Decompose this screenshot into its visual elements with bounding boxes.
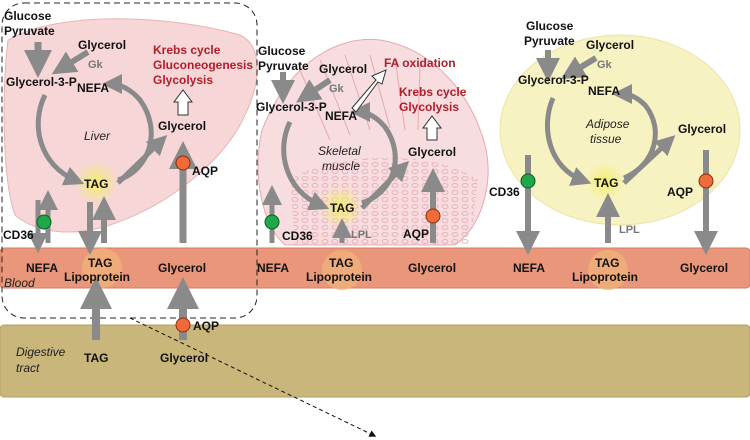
- adipose-gk-label: Gk: [597, 59, 613, 71]
- liver-pathway-1: Krebs cycle: [153, 43, 221, 57]
- adipose-glucose-label: Glucose: [526, 19, 574, 33]
- liver-cd36-label: CD36: [3, 228, 34, 242]
- muscle-tag-glow: [319, 185, 363, 229]
- liver-tag-label: TAG: [84, 177, 108, 191]
- blood-layer-label: Blood: [4, 276, 35, 290]
- blood-liver-tag: TAG: [88, 256, 112, 270]
- adipose-organ: [499, 34, 741, 226]
- muscle-fa-oxidation-arrow: [351, 69, 387, 113]
- adipose-organ-label-2: tissue: [590, 132, 622, 146]
- muscle-gk-label: Gk: [329, 83, 345, 95]
- adipose-lipoprotein-glow: [588, 250, 628, 290]
- adipose-nefa-label: NEFA: [588, 84, 620, 98]
- adipose-glycerol3p-label: Glycerol-3-P: [518, 73, 589, 87]
- muscle-pyruvate-label: Pyruvate: [258, 59, 309, 73]
- muscle-cd36-label: CD36: [282, 229, 313, 243]
- liver-nefa-label: NEFA: [77, 81, 109, 95]
- adipose-tag-glow: [585, 162, 625, 202]
- liver-glycerol-out-label: Glycerol: [158, 119, 206, 133]
- liver-aqp-label: AQP: [192, 164, 218, 178]
- gut-tag-label: TAG: [84, 351, 108, 365]
- liver-tag-glow: [74, 161, 118, 205]
- liver-gk-label: Gk: [88, 59, 104, 71]
- zoom-pointer-line: [129, 317, 377, 437]
- adipose-glycerol-in-label: Glycerol: [586, 38, 634, 52]
- liver-pyruvate-label: Pyruvate: [4, 24, 55, 38]
- liver-glycerol3p-label: Glycerol-3-P: [6, 75, 77, 89]
- adipose-arrows: [516, 50, 718, 255]
- liver-cd36-transporter: [36, 214, 52, 230]
- blood-adipose-glycerol: Glycerol: [680, 261, 728, 275]
- digestive-layer-label-1: Digestive: [16, 345, 66, 359]
- blood-adipose-nefa: NEFA: [513, 261, 545, 275]
- liver-pathway-2: Gluconeogenesis: [153, 58, 253, 72]
- muscle-pathway-2: Glycolysis: [399, 100, 459, 114]
- blood-adipose-tag: TAG: [595, 256, 619, 270]
- muscle-organ-label-1: Skeletal: [318, 144, 361, 158]
- muscle-glucose-label: Glucose: [258, 44, 306, 58]
- adipose-glycerol-out-label: Glycerol: [678, 122, 726, 136]
- adipose-aqp-label: AQP: [667, 185, 693, 199]
- muscle-nefa-label: NEFA: [325, 109, 357, 123]
- adipose-lpl-label: LPL: [619, 224, 640, 236]
- blood-liver-lipoprotein: Lipoprotein: [64, 270, 130, 284]
- liver-pathway-3: Glycolysis: [153, 73, 213, 87]
- muscle-aqp-label: AQP: [403, 227, 429, 241]
- muscle-lipoprotein-glow: [322, 250, 362, 290]
- muscle-tag-label: TAG: [330, 201, 354, 215]
- adipose-pyruvate-label: Pyruvate: [524, 34, 575, 48]
- muscle-fa-oxidation-label: FA oxidation: [384, 56, 456, 70]
- muscle-pathway-hollow-arrow: [422, 115, 442, 141]
- muscle-glycerol-in-label: Glycerol: [319, 62, 367, 76]
- gut-glycerol-label: Glycerol: [160, 351, 208, 365]
- blood-liver-glycerol: Glycerol: [158, 261, 206, 275]
- muscle-cd36-transporter: [264, 214, 280, 230]
- blood-muscle-tag: TAG: [329, 256, 353, 270]
- muscle-organ-label-2: muscle: [322, 159, 360, 173]
- liver-glucose-label: Glucose: [4, 9, 52, 23]
- blood-muscle-lipoprotein: Lipoprotein: [306, 270, 372, 284]
- muscle-aqp-transporter: [425, 208, 441, 224]
- adipose-organ-label-1: Adipose: [585, 117, 630, 131]
- blood-muscle-glycerol: Glycerol: [408, 261, 456, 275]
- liver-organ-label: Liver: [84, 129, 111, 143]
- muscle-glycerol3p-label: Glycerol-3-P: [256, 100, 327, 114]
- blood-liver-nefa: NEFA: [26, 261, 58, 275]
- blood-muscle-nefa: NEFA: [257, 261, 289, 275]
- gut-aqp-transporter: [175, 317, 191, 333]
- digestive-tract: [0, 324, 750, 398]
- liver-glycerol-in-label: Glycerol: [78, 38, 126, 52]
- adipose-cd36-transporter: [520, 173, 536, 189]
- adipose-cd36-label: CD36: [489, 185, 520, 199]
- muscle-glycerol-out-label: Glycerol: [408, 145, 456, 159]
- adipose-aqp-transporter: [698, 173, 714, 189]
- blood-adipose-lipoprotein: Lipoprotein: [572, 270, 638, 284]
- muscle-lpl-label: LPL: [351, 229, 372, 241]
- liver-pathway-hollow-arrow: [173, 89, 193, 116]
- digestive-layer-label-2: tract: [16, 361, 40, 375]
- adipose-tag-label: TAG: [594, 176, 618, 190]
- muscle-pathway-1: Krebs cycle: [399, 85, 467, 99]
- liver-aqp-transporter: [175, 155, 191, 171]
- liver-enclosure: [1, 2, 258, 319]
- gut-aqp-label: AQP: [193, 319, 219, 333]
